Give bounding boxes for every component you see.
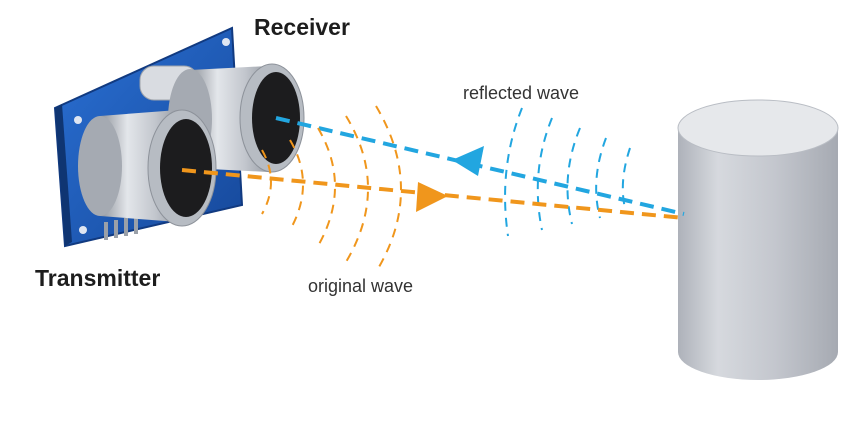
receiver-label: Receiver — [254, 14, 350, 40]
ultrasonic-sensor-icon — [53, 26, 305, 248]
transmitter-label: Transmitter — [35, 265, 161, 291]
reflected-wave-line — [275, 107, 685, 237]
reflected-wave-label: reflected wave — [463, 83, 580, 103]
cylinder-object-icon — [677, 99, 839, 380]
original-wave-line — [181, 105, 685, 273]
original-wave-label: original wave — [308, 276, 414, 296]
